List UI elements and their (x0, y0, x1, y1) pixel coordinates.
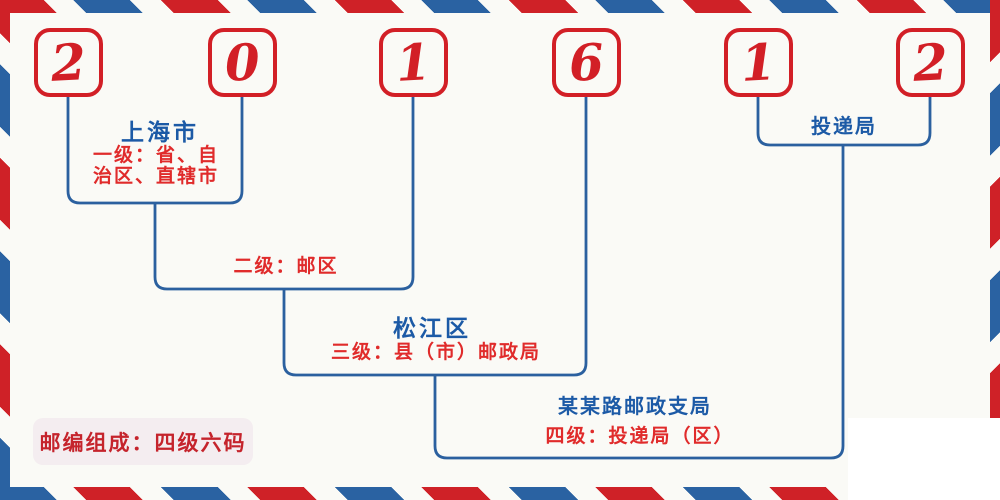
postal-digit-4: 6 (567, 31, 605, 93)
level1-desc-line2: 治区、直辖市 (92, 165, 220, 187)
postal-digit-3: 1 (394, 31, 432, 93)
composition-badge-text: 邮编组成：四级六码 (39, 430, 247, 455)
postal-digit-box-3: 1 (378, 28, 448, 97)
envelope-stripe-border-bottom (0, 487, 1000, 500)
level4-desc-label: 四级：投递局（区） (545, 425, 735, 447)
level3-desc-label: 三级：县（市）邮政局 (330, 341, 542, 363)
postal-digit-5: 1 (739, 31, 777, 93)
level1-place-label: 上海市 (121, 120, 199, 146)
envelope-stripe-border-right (990, 0, 1000, 500)
postal-digit-6: 2 (911, 31, 949, 93)
postal-digit-2: 0 (223, 31, 261, 93)
postal-digit-box-1: 2 (33, 28, 103, 97)
blank-corner-patch (848, 418, 1000, 500)
postal-digit-box-2: 0 (207, 28, 277, 97)
level2-desc-label: 二级：邮区 (233, 255, 339, 277)
postal-digit-box-6: 2 (895, 28, 965, 97)
envelope-stripe-border-top (0, 0, 1000, 13)
delivery-bureau-label: 投递局 (811, 114, 877, 138)
bracket-delivery (756, 97, 932, 147)
level4-place-label: 某某路邮政支局 (558, 394, 712, 418)
postal-digit-box-5: 1 (723, 28, 793, 97)
bracket-level4 (433, 145, 845, 460)
postal-digit-box-4: 6 (551, 28, 621, 97)
composition-badge: 邮编组成：四级六码 (33, 418, 253, 465)
level3-place-label: 松江区 (393, 316, 471, 342)
envelope-stripe-border-left (0, 0, 10, 500)
postal-digit-1: 2 (49, 31, 87, 93)
level1-desc-line1: 一级：省、自 (92, 144, 220, 166)
